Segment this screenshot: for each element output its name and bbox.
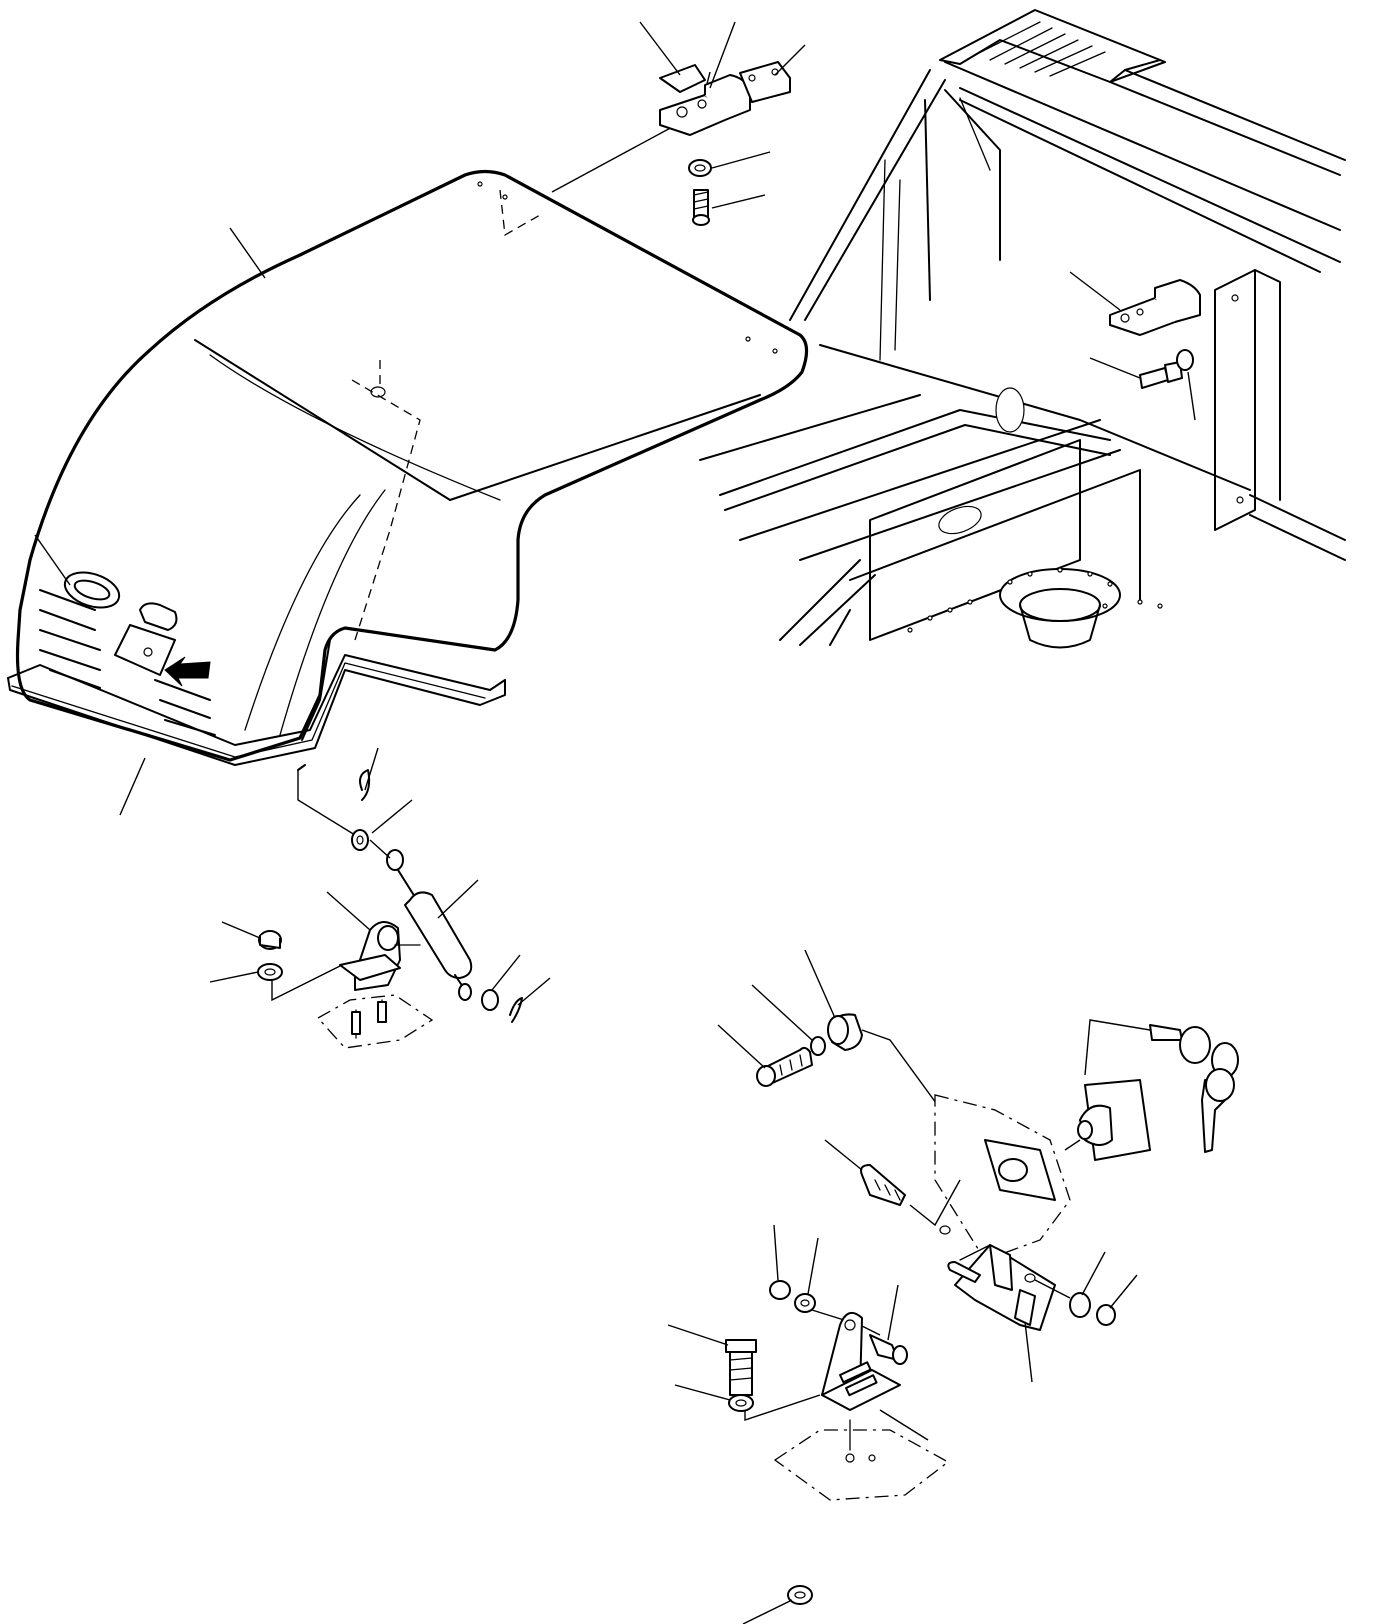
frame-hinge bbox=[1109, 279, 1201, 389]
assembly-dashes bbox=[351, 71, 711, 641]
spring-bracket bbox=[257, 921, 434, 1049]
upper-hinge bbox=[659, 61, 791, 226]
key-lock bbox=[756, 1013, 1239, 1331]
gas-spring bbox=[297, 764, 523, 1023]
hood-seal bbox=[7, 639, 506, 766]
frame-body bbox=[699, 9, 1346, 649]
latch-bracket bbox=[725, 1280, 950, 1605]
callout-leaders bbox=[34, 21, 1196, 1624]
engine-hood bbox=[15, 169, 809, 762]
